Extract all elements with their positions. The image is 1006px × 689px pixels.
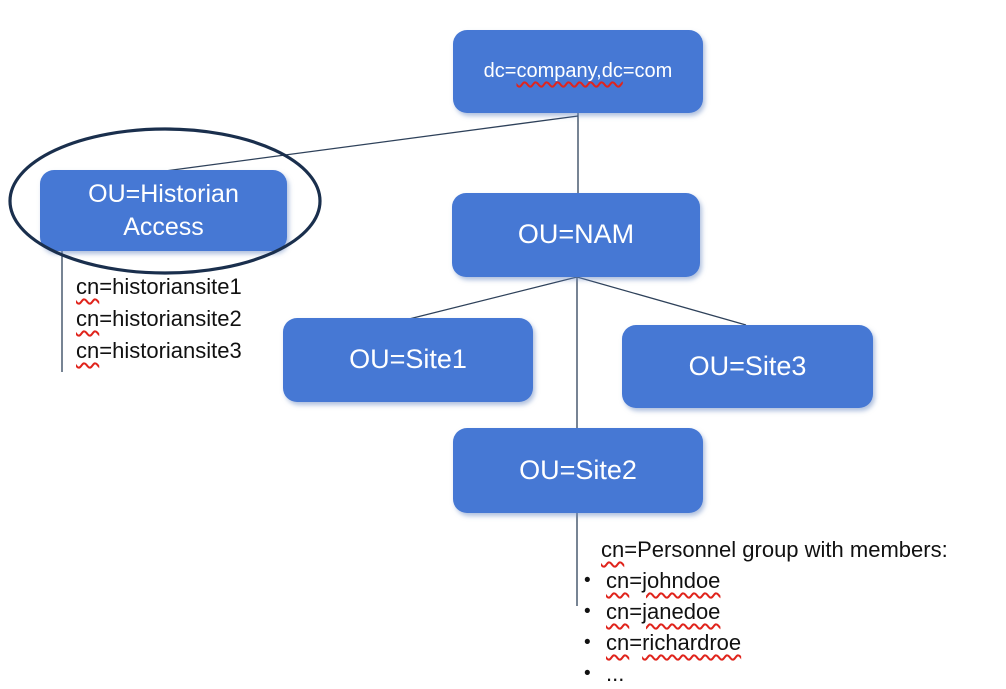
- node-historian-label-line1: OU=Historian: [88, 179, 239, 208]
- personnel-member: • cn=janedoe: [584, 596, 948, 627]
- bullet-icon: •: [584, 570, 591, 591]
- connector-root-historian: [164, 115, 579, 172]
- connector-nam-site3: [576, 276, 747, 326]
- personnel-member: • cn=richardroe: [584, 627, 948, 658]
- personnel-member-label: cn=richardroe: [606, 630, 742, 655]
- node-nam-label: OU=NAM: [517, 219, 635, 250]
- personnel-member-label: cn=janedoe: [606, 599, 721, 624]
- connector-nam-site1: [408, 276, 578, 320]
- personnel-ellipsis-label: ...: [606, 661, 625, 686]
- node-ou-site1: OU=Site1: [283, 318, 533, 402]
- historian-cn-list: cn=historiansite1 cn=historiansite2 cn=h…: [76, 271, 242, 367]
- misspelled-text: company,dc: [516, 60, 623, 82]
- personnel-header: cn=Personnel group with members:: [601, 537, 948, 562]
- node-ou-historian-access: OU=Historian Access: [40, 170, 287, 251]
- bullet-icon: •: [584, 601, 591, 622]
- node-historian-label-line2: Access: [123, 212, 204, 241]
- personnel-group-annotation: cn=Personnel group with members: • cn=jo…: [584, 534, 948, 689]
- bullet-icon: •: [584, 632, 591, 653]
- personnel-member-ellipsis: • ...: [584, 658, 948, 689]
- node-root-dc-company: dc=company,dc=com: [453, 30, 703, 113]
- node-site2-label: OU=Site2: [519, 454, 637, 485]
- personnel-member-label: cn=johndoe: [606, 568, 721, 593]
- historian-cn-line: cn=historiansite2: [76, 306, 242, 331]
- node-site1-label: OU=Site1: [349, 344, 467, 375]
- historian-cn-line: cn=historiansite1: [76, 274, 242, 299]
- historian-cn-line: cn=historiansite3: [76, 338, 242, 363]
- personnel-member: • cn=johndoe: [584, 565, 948, 596]
- node-root-label: dc=company,dc=com: [483, 60, 673, 82]
- bullet-icon: •: [584, 663, 591, 684]
- node-ou-site2: OU=Site2: [453, 428, 703, 513]
- node-ou-site3: OU=Site3: [622, 325, 873, 408]
- node-ou-nam: OU=NAM: [452, 193, 700, 277]
- node-site3-label: OU=Site3: [688, 350, 807, 381]
